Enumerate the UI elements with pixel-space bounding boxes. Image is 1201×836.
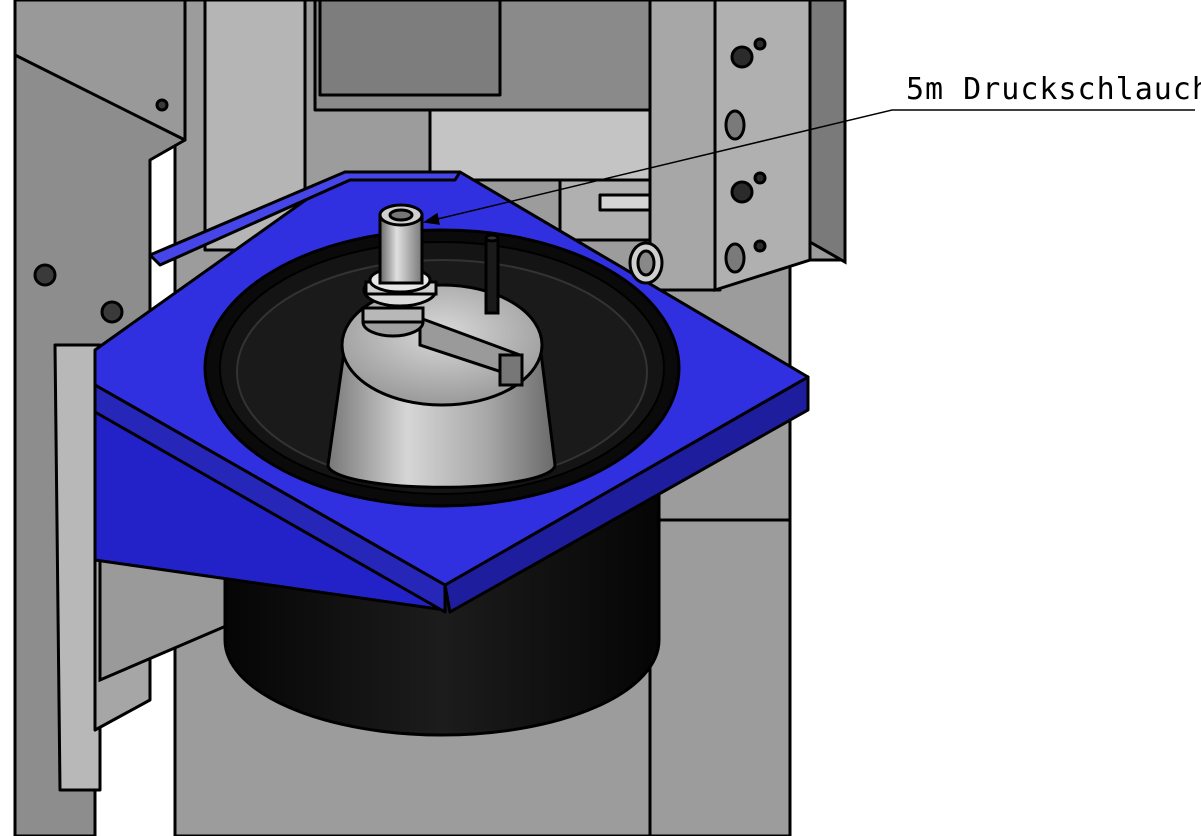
callout-label: 5m Druckschlauch bbox=[906, 72, 1201, 107]
bolt-icon bbox=[724, 239, 767, 274]
pump bbox=[326, 203, 557, 489]
bolt-icon bbox=[33, 263, 57, 287]
bolt-icon bbox=[730, 171, 767, 204]
side-tube bbox=[628, 241, 664, 285]
bolt-icon bbox=[730, 37, 767, 69]
right-post bbox=[713, 0, 847, 293]
bolt-icon bbox=[724, 109, 746, 141]
bolt-icon bbox=[155, 98, 169, 112]
bolt-icon bbox=[100, 300, 124, 324]
callout-leader bbox=[422, 109, 1195, 225]
